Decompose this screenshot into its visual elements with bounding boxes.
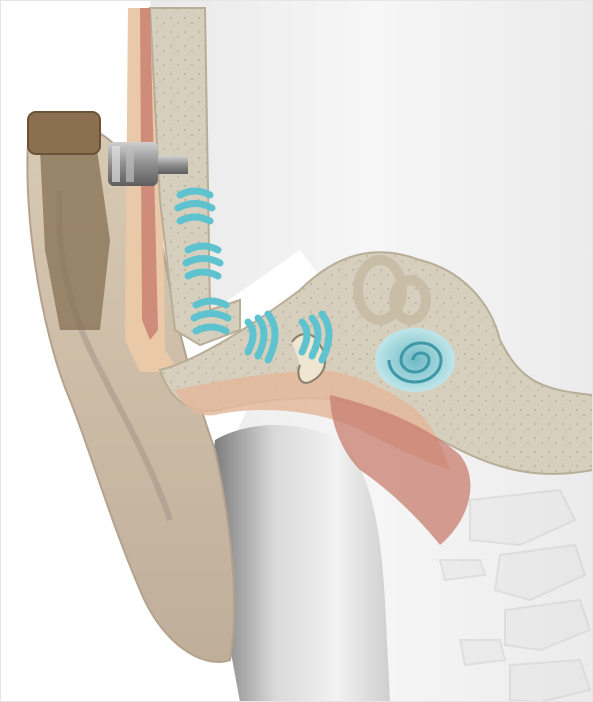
implant-housing	[28, 112, 100, 154]
cochlea	[375, 328, 455, 392]
